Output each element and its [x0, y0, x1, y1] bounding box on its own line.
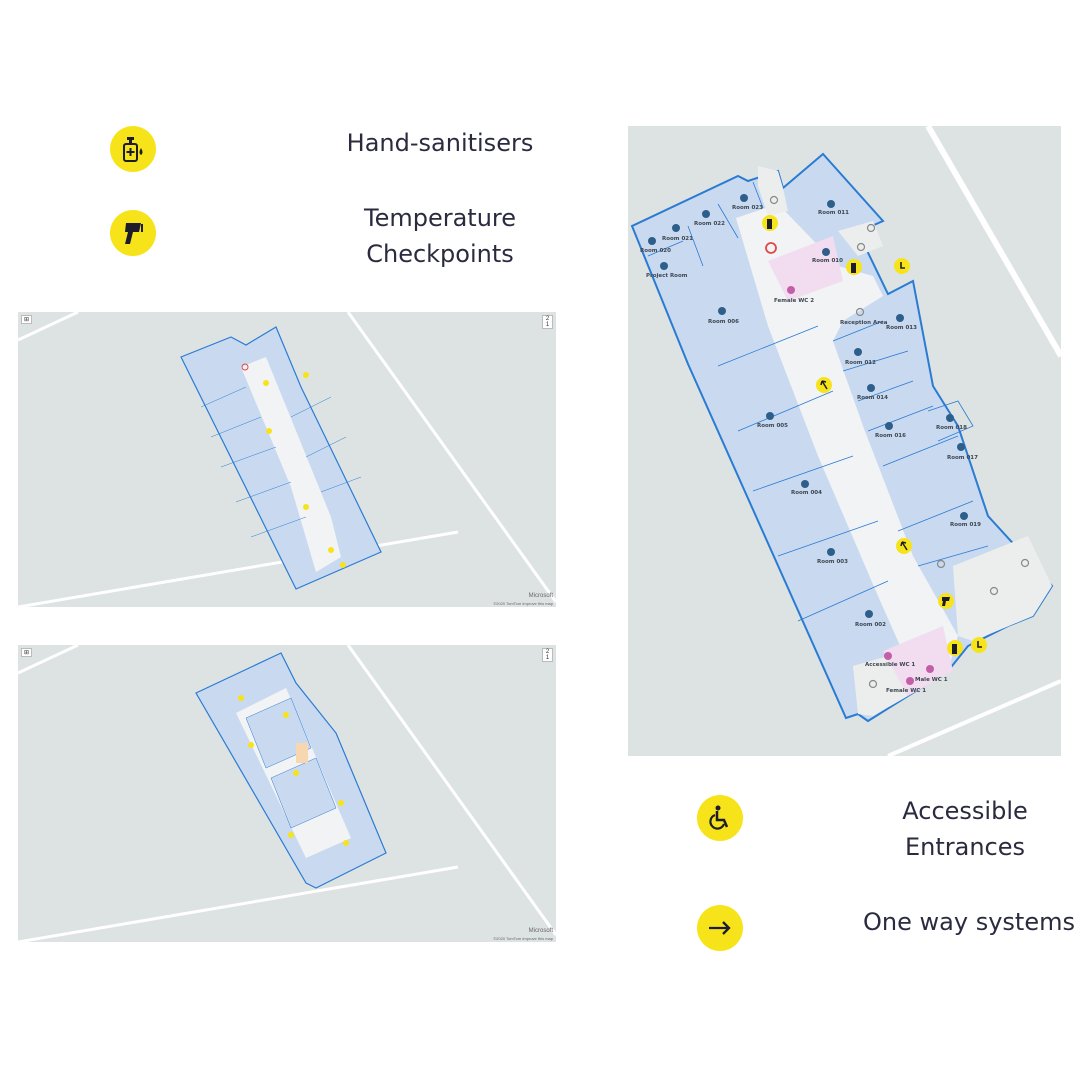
room-006-label: Room 006 [708, 319, 739, 325]
room-labels: Room 023 Room 011 Room 022 Room 021 Room… [640, 194, 981, 694]
female-wc-2-label: Female WC 2 [774, 298, 814, 304]
thermometer-icon [938, 593, 954, 609]
hand-sanitiser-legend-icon [110, 126, 156, 172]
room-002-label: Room 002 [855, 622, 886, 628]
floor-picker[interactable]: 2 1 [542, 315, 553, 329]
room-017-label: Room 017 [947, 455, 978, 461]
map-copyright[interactable]: ©2020 TomTom Improve this map [493, 936, 553, 941]
reception-area-label: Reception Area [840, 320, 888, 326]
arrow-right-legend-icon [697, 905, 743, 951]
room-012-label: Room 012 [845, 360, 876, 366]
temperature-label-line1: Temperature [363, 204, 517, 232]
female-wc-1-label: Female WC 1 [886, 688, 926, 694]
microsoft-logo: Microsoft [528, 593, 553, 599]
room-021-label: Room 021 [662, 236, 693, 242]
room-023-label: Room 023 [732, 205, 763, 211]
one-way-arrow-icon [816, 377, 912, 554]
room-005-label: Room 005 [757, 423, 788, 429]
room-013-label: Room 013 [886, 325, 917, 331]
zoom-control-left[interactable]: ⊞ [21, 648, 32, 657]
wheelchair-icon [894, 258, 987, 653]
accessible-label-line2: Entrances [904, 833, 1026, 861]
room-004-label: Room 004 [791, 490, 822, 496]
floor-map-2[interactable]: ⊞ 2 1 Microsoft ©2020 TomTom Improve thi… [18, 645, 556, 942]
room-019-label: Room 019 [950, 522, 981, 528]
microsoft-logo: Microsoft [528, 928, 553, 934]
hand-sanitisers-label: Hand-sanitisers [346, 129, 534, 157]
accessible-label-line1: Accessible [902, 797, 1028, 825]
room-016-label: Room 016 [875, 433, 906, 439]
room-003-label: Room 003 [817, 559, 848, 565]
accessible-wc-1-label: Accessible WC 1 [865, 662, 915, 668]
project-room-label: Project Room [646, 273, 688, 279]
room-010-label: Room 010 [812, 258, 843, 264]
room-022-label: Room 022 [694, 221, 725, 227]
wheelchair-legend-icon [697, 795, 743, 841]
map-copyright[interactable]: ©2020 TomTom Improve this map [493, 601, 553, 606]
room-020-label: Room 020 [640, 248, 671, 254]
floor-1-button[interactable]: 1 [545, 655, 550, 661]
room-011-label: Room 011 [818, 210, 849, 216]
thermometer-legend-icon [110, 210, 156, 256]
hand-sanitiser-icon [762, 215, 963, 656]
floor-2-button[interactable]: 2 [545, 649, 550, 655]
floor-2-button[interactable]: 2 [545, 316, 550, 322]
room-018-label: Room 018 [936, 425, 967, 431]
temperature-label-line2: Checkpoints [366, 240, 514, 268]
zoom-control-left[interactable]: ⊞ [21, 315, 32, 324]
floor-map-1[interactable]: ⊞ 2 1 Microsoft ©2020 TomTom Improve thi… [18, 312, 556, 607]
male-wc-1-label: Male WC 1 [915, 677, 948, 683]
floor-plan-large-map[interactable]: Room 023 Room 011 Room 022 Room 021 Room… [628, 126, 1061, 756]
one-way-label: One way systems [863, 908, 1075, 936]
floor-1-button[interactable]: 1 [545, 322, 550, 328]
floor-picker[interactable]: 2 1 [542, 648, 553, 662]
room-014-label: Room 014 [857, 395, 888, 401]
